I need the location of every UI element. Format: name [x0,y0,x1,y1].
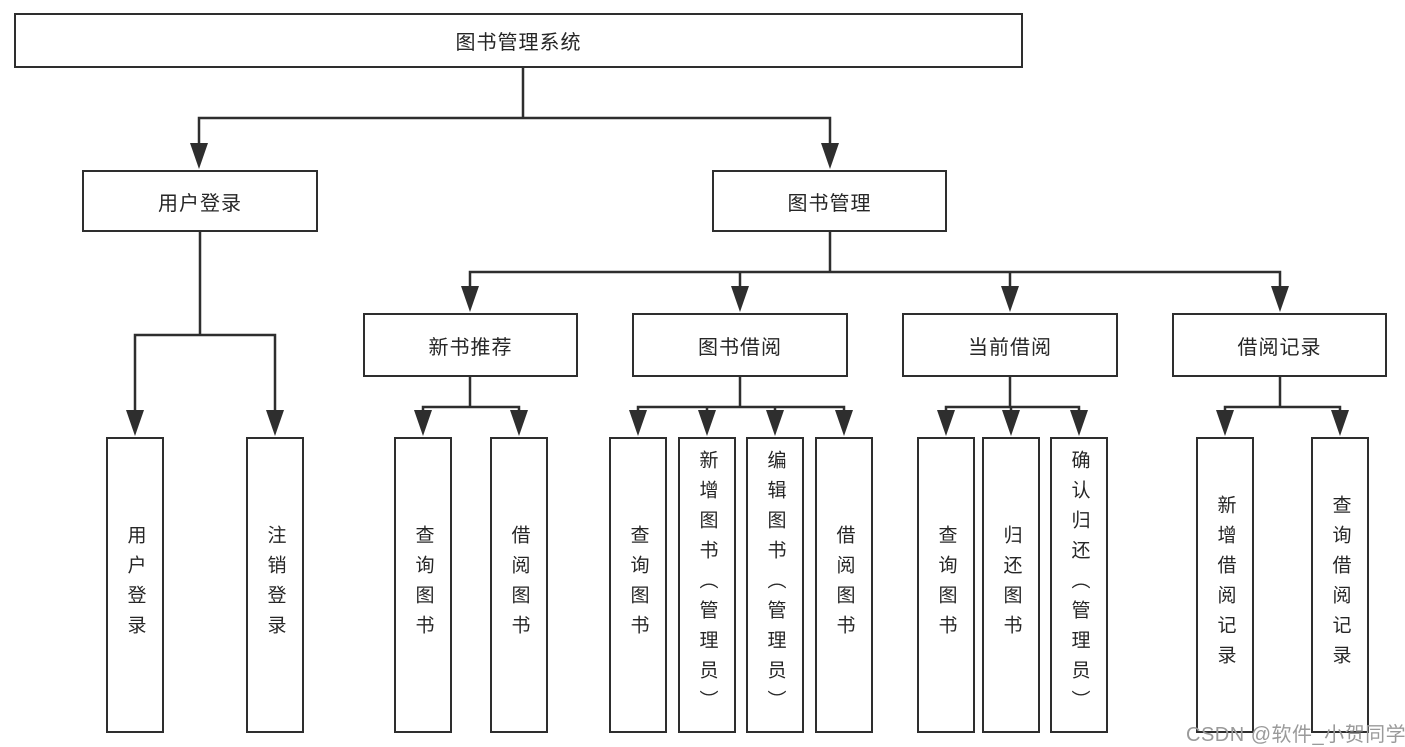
node-user-login: 用户登录 [82,170,318,232]
edge-book-management-branch [468,230,1282,294]
arrowhead-icon [731,286,749,312]
node-leaf-query-books-3-label: 查询图书 [935,525,957,645]
arrowhead-icon [1070,410,1088,436]
arrowhead-icon [1216,410,1234,436]
node-leaf-user-login: 用户登录 [106,437,164,733]
edge-level3-branches [421,375,1342,417]
node-borrowing-records-label: 借阅记录 [1237,336,1322,359]
node-leaf-add-books-admin-label: 新增图书（管理员） [696,450,718,720]
arrowhead-icon [1271,286,1289,312]
node-leaf-confirm-return-admin: 确认归还（管理员） [1050,437,1108,733]
arrowhead-icon [126,410,144,436]
node-leaf-edit-books-admin: 编辑图书（管理员） [746,437,804,733]
node-leaf-user-login-label: 用户登录 [124,525,146,645]
node-leaf-logout-label: 注销登录 [264,525,286,645]
node-leaf-add-borrow-record: 新增借阅记录 [1196,437,1254,733]
edge-root-to-level2 [197,66,832,150]
node-leaf-return-books-label: 归还图书 [1000,525,1022,645]
node-leaf-borrow-books-2: 借阅图书 [815,437,873,733]
arrowhead-icon [821,143,839,169]
node-current-borrowing: 当前借阅 [902,313,1118,377]
node-book-borrowing-label: 图书借阅 [698,336,782,359]
node-library-system: 图书管理系统 [14,13,1023,68]
node-book-management: 图书管理 [712,170,947,232]
node-leaf-query-borrow-record-label: 查询借阅记录 [1329,495,1351,675]
csdn-watermark: CSDN @软件_小贺同学 [1186,724,1405,746]
node-leaf-add-books-admin: 新增图书（管理员） [678,437,736,733]
node-new-book-recommend: 新书推荐 [363,313,578,377]
node-borrowing-records: 借阅记录 [1172,313,1387,377]
node-leaf-return-books: 归还图书 [982,437,1040,733]
node-leaf-borrow-books-1: 借阅图书 [490,437,548,733]
node-leaf-confirm-return-admin-label: 确认归还（管理员） [1068,450,1090,720]
arrowhead-icon [461,286,479,312]
node-leaf-add-borrow-record-label: 新增借阅记录 [1214,495,1236,675]
arrowhead-icon [190,143,208,169]
node-book-management-label: 图书管理 [787,192,872,215]
node-library-system-label: 图书管理系统 [455,32,582,54]
arrowhead-icon [835,410,853,436]
node-book-borrowing: 图书借阅 [632,313,848,377]
arrowhead-icon [1331,410,1349,436]
node-leaf-borrow-books-1-label: 借阅图书 [508,525,530,645]
node-leaf-query-books-2: 查询图书 [609,437,667,733]
node-leaf-query-books-1-label: 查询图书 [412,525,434,645]
arrowhead-icon [629,410,647,436]
arrowhead-icon [698,410,716,436]
node-leaf-query-borrow-record: 查询借阅记录 [1311,437,1369,733]
node-leaf-query-books-1: 查询图书 [394,437,452,733]
node-leaf-edit-books-admin-label: 编辑图书（管理员） [764,450,786,720]
edge-user-login-branch [133,230,277,417]
node-new-book-recommend-label: 新书推荐 [428,336,513,359]
node-current-borrowing-label: 当前借阅 [968,336,1052,359]
node-user-login-label: 用户登录 [158,192,242,215]
arrowhead-icon [266,410,284,436]
arrowheads [126,143,1349,436]
arrowhead-icon [1002,410,1020,436]
node-leaf-logout: 注销登录 [246,437,304,733]
arrowhead-icon [1001,286,1019,312]
arrowhead-icon [414,410,432,436]
node-leaf-query-books-2-label: 查询图书 [627,525,649,645]
node-leaf-query-books-3: 查询图书 [917,437,975,733]
arrowhead-icon [937,410,955,436]
arrowhead-icon [510,410,528,436]
arrowhead-icon [766,410,784,436]
node-leaf-borrow-books-2-label: 借阅图书 [833,525,855,645]
